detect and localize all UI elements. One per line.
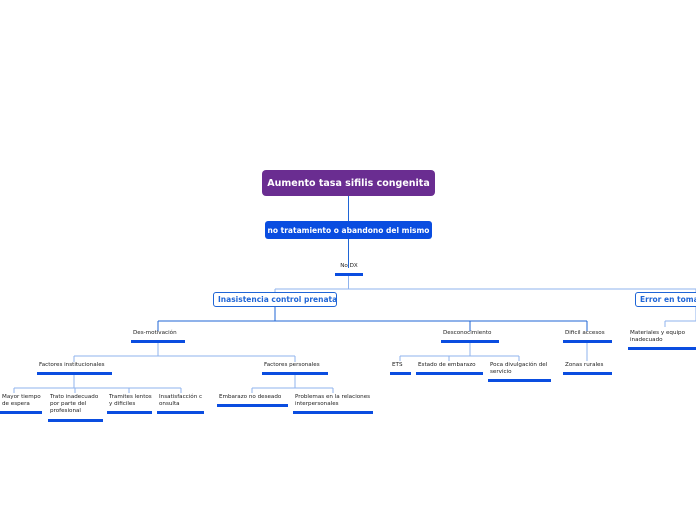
- root-label: Aumento tasa sifilis congenita: [267, 177, 430, 189]
- branch-error-en-toma[interactable]: Error en toma: [635, 292, 696, 307]
- node-factores-institucionales[interactable]: Factores institucionales: [37, 362, 112, 376]
- node-estado-embarazo[interactable]: Estado de embarazo: [416, 362, 483, 376]
- level1-node[interactable]: no tratamiento o abandono del mismo: [265, 221, 432, 239]
- node-insatisfaccion-consulta[interactable]: Insatisfacción consulta: [157, 394, 204, 415]
- node-no-dx[interactable]: No DX: [335, 263, 363, 277]
- root-node[interactable]: Aumento tasa sifilis congenita: [262, 170, 435, 196]
- node-embarazo-no-deseado[interactable]: Embarazo no deseado: [217, 394, 288, 408]
- branch-inasistencia-control-prenatal[interactable]: Inasistencia control prenatal: [213, 292, 337, 307]
- node-factores-personales[interactable]: Factores personales: [262, 362, 328, 376]
- node-materiales-equipo[interactable]: Materiales y equipo inadecuado: [628, 330, 696, 351]
- connector-inst-leaves: [13, 374, 182, 393]
- node-dificil-accesos[interactable]: Dificil accesos: [563, 330, 612, 344]
- node-ets[interactable]: ETS: [390, 362, 411, 376]
- node-mayor-tiempo-espera[interactable]: Mayor tiempo de espera: [0, 394, 42, 415]
- node-poca-divulgacion[interactable]: Poca divulgación del servicio: [488, 362, 551, 383]
- connector-desmotivacion-children: [73, 342, 296, 362]
- connector-nodx-branches: [274, 273, 696, 293]
- connector-error-materiales: [664, 307, 696, 327]
- node-trato-inadecuado[interactable]: Trato inadecuado por parte del profesion…: [48, 394, 103, 422]
- node-desmotivacion[interactable]: Des-motivación: [131, 330, 185, 344]
- level1-label: no tratamiento o abandono del mismo: [267, 225, 430, 235]
- connector-prenatal-children: [157, 307, 588, 331]
- node-tramites-lentos[interactable]: Tramites lentos y dificiles: [107, 394, 152, 415]
- node-zonas-rurales[interactable]: Zonas rurales: [563, 362, 612, 376]
- node-desconocimiento[interactable]: Desconocimiento: [441, 330, 499, 344]
- connector-pers-leaves: [251, 374, 334, 393]
- node-problemas-relaciones[interactable]: Problemas en la relaciones interpersonal…: [293, 394, 373, 415]
- connector-descon-leaves: [399, 342, 520, 361]
